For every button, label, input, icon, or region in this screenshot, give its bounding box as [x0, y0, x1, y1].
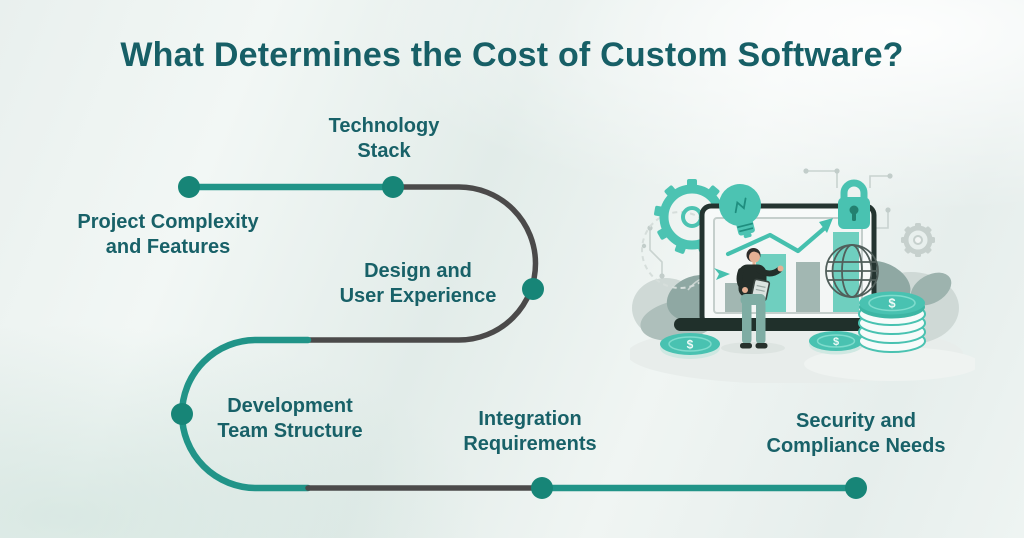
factor-line: Technology — [328, 115, 440, 137]
laptop-base — [674, 318, 880, 331]
small-gear-icon — [901, 223, 935, 257]
coin-icon: $ — [660, 333, 720, 359]
factor-label-security: Security and Compliance Needs — [767, 409, 946, 458]
path-node-dot-development-team — [171, 403, 193, 425]
page-title: What Determines the Cost of Custom Softw… — [120, 36, 904, 74]
factor-line: Stack — [357, 139, 411, 162]
pointer-arrow-icon — [714, 268, 730, 280]
factor-label-integration: Integration Requirements — [463, 407, 596, 456]
path-node-dot-project-complexity — [178, 176, 200, 198]
factor-line: User Experience — [339, 284, 497, 307]
svg-text:$: $ — [888, 296, 896, 311]
factor-label-technology-stack: Technology Stack — [329, 114, 440, 163]
path-segment-2-dark — [305, 184, 539, 343]
factor-line: Project Complexity — [77, 211, 259, 233]
path-node-dot-technology-stack — [382, 176, 404, 198]
lock-icon — [838, 179, 870, 229]
factor-label-project-complexity: Project Complexity and Features — [77, 210, 258, 259]
lightbulb-icon — [719, 184, 761, 239]
factor-line: Requirements — [463, 432, 597, 455]
globe-icon — [825, 244, 879, 298]
software-cost-illustration: $ $ $ — [630, 168, 975, 383]
factor-line: Design and — [364, 260, 472, 282]
factor-label-design-ux: Design and User Experience — [340, 259, 497, 308]
coin-icon: $ — [809, 331, 863, 355]
factor-line: Security and — [795, 410, 917, 432]
coin-stack-icon: $ — [858, 291, 926, 353]
factor-line: and Features — [105, 235, 231, 258]
path-node-dot-integration — [531, 477, 553, 499]
path-node-dot-security — [845, 477, 867, 499]
factor-line: Integration — [478, 408, 582, 430]
factor-label-development-team: Development Team Structure — [217, 394, 362, 443]
factor-line: Development — [227, 395, 353, 417]
factor-line: Team Structure — [217, 419, 363, 442]
svg-text:$: $ — [687, 338, 694, 352]
person-shadow — [721, 342, 785, 354]
person-analyst — [736, 248, 784, 349]
factor-line: Compliance Needs — [766, 434, 946, 457]
path-node-dot-design-ux — [522, 278, 544, 300]
growth-arrow-icon — [725, 218, 833, 257]
svg-text:$: $ — [833, 336, 839, 348]
